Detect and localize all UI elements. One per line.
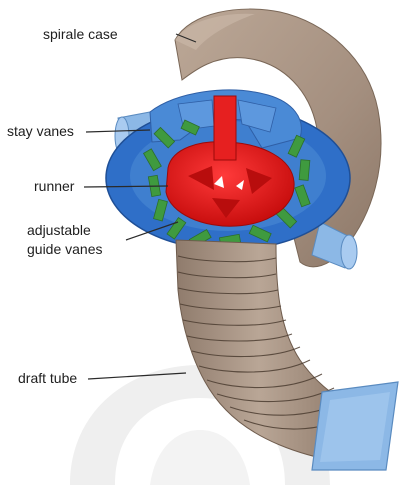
label-draft-tube: draft tube (18, 370, 77, 387)
label-spirale-case: spirale case (43, 26, 118, 43)
label-runner: runner (34, 178, 74, 195)
draft-tube-outlet (312, 382, 398, 470)
label-stay-vanes: stay vanes (7, 123, 74, 140)
label-guide-vanes-line1: adjustable (27, 221, 103, 240)
label-guide-vanes-line2: guide vanes (27, 240, 103, 259)
label-adjustable-guide-vanes: adjustable guide vanes (27, 221, 103, 259)
